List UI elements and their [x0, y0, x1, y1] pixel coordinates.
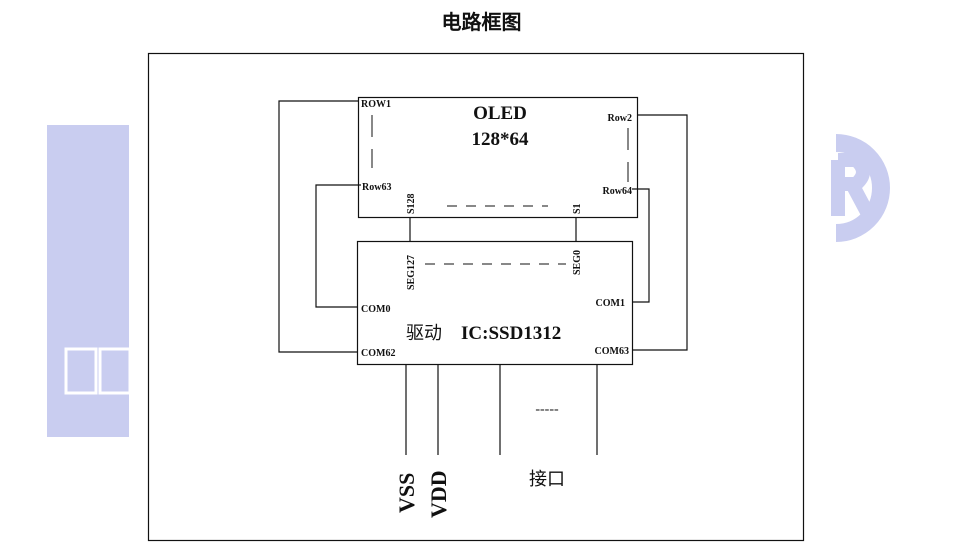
row63-com0-wire [315, 184, 361, 308]
pin-seg0-label: SEG0 [572, 250, 583, 275]
oled-panel-box [357, 96, 639, 219]
pin-row2-label: Row2 [608, 113, 632, 124]
vdd-label: VDD [426, 470, 451, 518]
watermark-bar [47, 125, 129, 437]
oled-resolution-label: 128*64 [472, 129, 530, 150]
pin-com1-label: COM1 [596, 298, 625, 309]
driver-ic-box [356, 240, 634, 366]
pin-row1-label: ROW1 [361, 99, 391, 110]
pin-com63-label: COM63 [595, 346, 629, 357]
row64-com1-wire [632, 188, 650, 303]
pin-s1-label: S1 [572, 203, 583, 214]
oled-name-label: OLED [473, 103, 527, 124]
driver-prefix-label: 驱动 [406, 323, 442, 344]
pin-row63-label: Row63 [362, 182, 391, 193]
interface-label: 接口 [529, 469, 565, 490]
watermark-registered-circle [835, 134, 890, 242]
driver-ic-label: IC:SSD1312 [461, 323, 561, 344]
row1-com62-wire [278, 100, 358, 353]
interface-ellipsis: ----- [535, 402, 559, 417]
watermark-box-right [98, 347, 132, 395]
diagram-title: 电路框图 [441, 10, 522, 34]
row2-com63-wire [632, 114, 688, 351]
pin-seg127-label: SEG127 [406, 255, 417, 290]
watermark-box-left [64, 347, 98, 395]
vss-label: VSS [394, 473, 419, 513]
pin-s128-label: S128 [406, 193, 417, 214]
watermark [47, 125, 890, 437]
pin-com0-label: COM0 [361, 304, 390, 315]
pin-com62-label: COM62 [361, 348, 395, 359]
outer-frame [147, 52, 805, 542]
pin-row64-label: Row64 [603, 186, 632, 197]
watermark-registered-r [831, 153, 875, 218]
